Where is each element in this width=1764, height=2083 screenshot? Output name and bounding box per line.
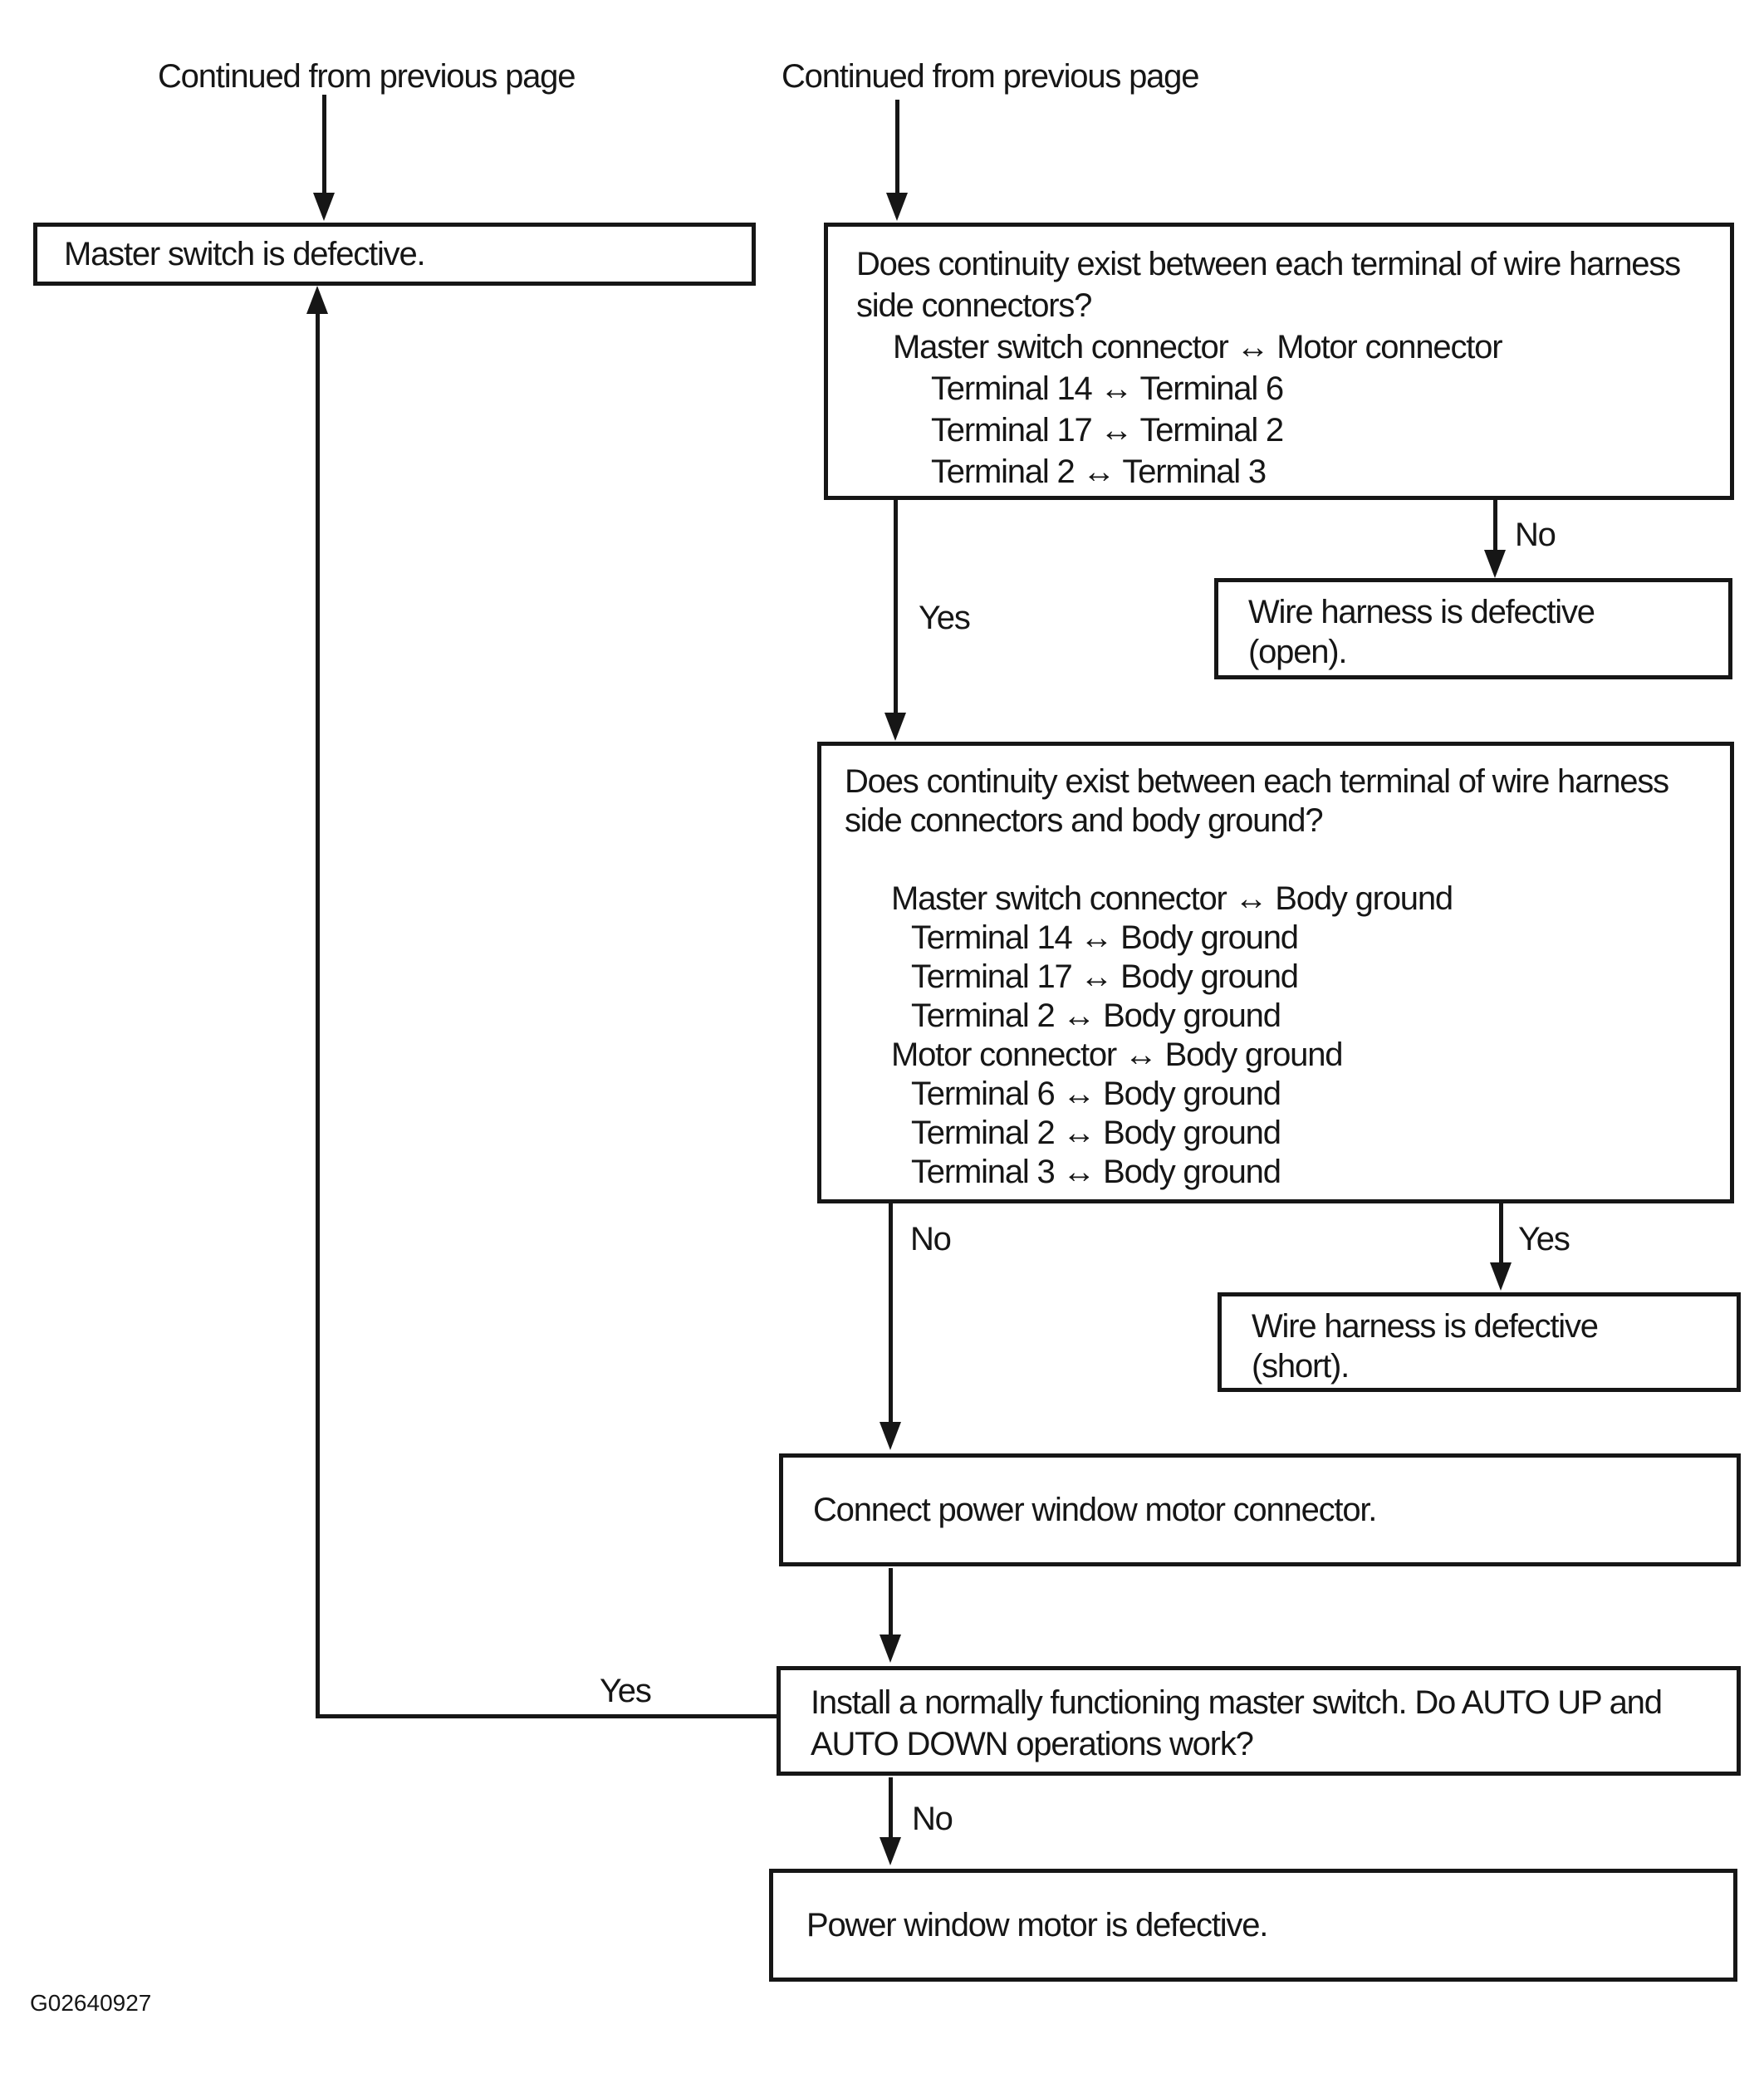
question-line: AUTO DOWN operations work? xyxy=(811,1726,1254,1762)
terminal-pair-line: Terminal 6 ↔ Body ground xyxy=(911,1076,1281,1112)
box-harness-open-text: (open). xyxy=(1248,634,1348,670)
entry-arrowhead-right-icon xyxy=(886,193,908,221)
terminal-pair-line: Terminal 17 ↔ Body ground xyxy=(911,958,1299,995)
edge-connect-to-install-arrowhead-icon xyxy=(880,1635,901,1663)
edge-label-install-yes: Yes xyxy=(600,1673,652,1709)
entry-line-right xyxy=(895,100,899,193)
question-line: Does continuity exist between each termi… xyxy=(845,763,1669,800)
box-connect-motor-connector: Connect power window motor connector. xyxy=(779,1453,1741,1566)
edge-q1-no-line xyxy=(1493,500,1497,550)
edge-label-q2-no: No xyxy=(910,1221,952,1257)
edge-q2-yes-arrowhead-icon xyxy=(1490,1262,1512,1291)
box-motor-defective: Power window motor is defective. xyxy=(769,1869,1737,1982)
question-line: side connectors and body ground? xyxy=(845,802,1324,839)
edge-install-no-line xyxy=(889,1777,893,1837)
box-master-switch-defective: Master switch is defective. xyxy=(33,223,756,286)
continued-from-previous-page-left: Continued from previous page xyxy=(158,58,576,95)
box-harness-short-text: (short). xyxy=(1252,1348,1350,1385)
edge-label-install-no: No xyxy=(912,1801,953,1837)
question-line: Does continuity exist between each termi… xyxy=(856,246,1681,282)
box-question-ground-continuity: Does continuity exist between each termi… xyxy=(817,742,1734,1203)
box-master-switch-defective-text: Master switch is defective. xyxy=(64,235,426,272)
box-harness-short-text: Wire harness is defective xyxy=(1252,1308,1599,1345)
edge-label-q2-yes: Yes xyxy=(1518,1221,1570,1257)
terminal-pair-line: Terminal 17 ↔ Terminal 2 xyxy=(931,412,1284,448)
box-harness-defective-short: Wire harness is defective (short). xyxy=(1218,1292,1741,1392)
connector-pair-line: Motor connector ↔ Body ground xyxy=(891,1037,1343,1073)
box-connect-motor-text: Connect power window motor connector. xyxy=(813,1491,1377,1528)
connector-pair-line: Master switch connector ↔ Body ground xyxy=(891,880,1453,917)
connector-pair-line: Master switch connector ↔ Motor connecto… xyxy=(893,329,1503,365)
question-line: Install a normally functioning master sw… xyxy=(811,1684,1663,1721)
box-harness-defective-open: Wire harness is defective (open). xyxy=(1214,578,1732,679)
edge-install-no-arrowhead-icon xyxy=(880,1837,901,1865)
entry-line-left xyxy=(322,95,326,193)
terminal-pair-line: Terminal 14 ↔ Body ground xyxy=(911,919,1299,956)
edge-connect-to-install-line xyxy=(889,1568,893,1635)
edge-q1-yes-arrowhead-icon xyxy=(884,713,906,741)
continued-from-previous-page-right: Continued from previous page xyxy=(782,58,1199,95)
edge-q2-no-arrowhead-icon xyxy=(880,1422,901,1450)
return-line-vertical xyxy=(316,312,320,1718)
edge-q2-yes-line xyxy=(1499,1203,1503,1262)
edge-q1-no-arrowhead-icon xyxy=(1484,550,1506,578)
box-motor-defective-text: Power window motor is defective. xyxy=(806,1906,1268,1943)
box-question-harness-continuity: Does continuity exist between each termi… xyxy=(824,223,1734,500)
terminal-pair-line: Terminal 2 ↔ Body ground xyxy=(911,1115,1281,1151)
terminal-pair-line: Terminal 3 ↔ Body ground xyxy=(911,1154,1281,1190)
entry-arrowhead-left-icon xyxy=(313,193,335,221)
figure-code: G02640927 xyxy=(30,1990,152,2016)
return-line-horizontal xyxy=(316,1714,779,1718)
edge-q2-no-line xyxy=(889,1203,893,1422)
box-question-install-master-switch: Install a normally functioning master sw… xyxy=(777,1666,1741,1776)
box-harness-open-text: Wire harness is defective xyxy=(1248,594,1595,630)
terminal-pair-line: Terminal 2 ↔ Terminal 3 xyxy=(931,453,1267,490)
edge-label-q1-yes: Yes xyxy=(919,600,971,636)
question-line: side connectors? xyxy=(856,287,1092,324)
terminal-pair-line: Terminal 2 ↔ Body ground xyxy=(911,997,1281,1034)
edge-label-q1-no: No xyxy=(1515,517,1556,553)
return-arrowhead-up-icon xyxy=(306,286,328,314)
terminal-pair-line: Terminal 14 ↔ Terminal 6 xyxy=(931,370,1284,407)
edge-q1-yes-line xyxy=(894,500,898,713)
